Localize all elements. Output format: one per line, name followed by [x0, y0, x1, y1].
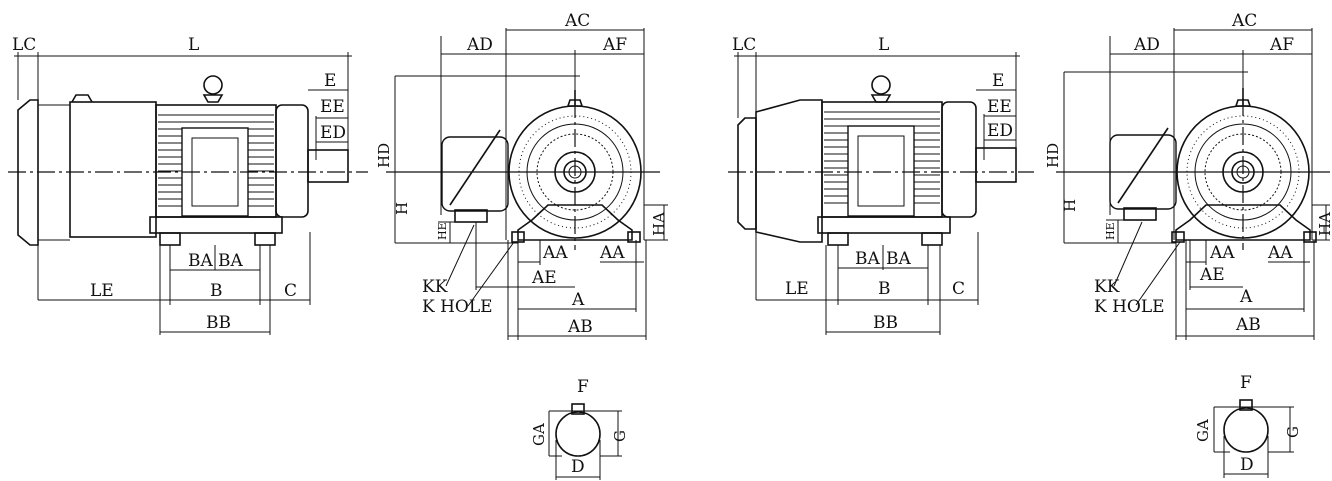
dim-ac-right: AC	[1231, 11, 1257, 31]
front-view-right: AC AD AF HD H HE HA KK K HOLE AA	[1044, 11, 1332, 340]
dim-e: E	[324, 71, 336, 91]
dim-kk: KK	[422, 277, 448, 297]
dim-hd-right: HD	[1044, 143, 1062, 168]
dim-ae: AE	[531, 268, 557, 288]
dim-ab-right: AB	[1235, 315, 1261, 335]
dim-ga: GA	[530, 423, 548, 446]
bearing-housing	[275, 104, 309, 218]
dim-aa-right-2: AA	[1267, 243, 1293, 263]
lifting-eye-right	[871, 75, 891, 95]
dim-c-right: C	[952, 279, 965, 299]
side-view-left: LC L E EE ED BA BA LE B C BB	[8, 35, 368, 335]
dim-l-right: L	[878, 35, 889, 55]
dim-ee: EE	[320, 97, 345, 117]
dim-d-right: D	[1240, 455, 1254, 475]
fan-housing-right	[755, 99, 823, 243]
dim-ae-right: AE	[1199, 265, 1225, 285]
dim-lc-right: LC	[732, 35, 756, 55]
dim-g: G	[611, 430, 629, 442]
shaft-detail-left: F GA G D	[530, 377, 629, 480]
dim-h-right: H	[1061, 199, 1079, 212]
dim-aa-2: AA	[599, 243, 625, 263]
dim-h: H	[393, 202, 411, 215]
dim-ha: HA	[650, 212, 668, 236]
terminal-box-right	[847, 125, 915, 217]
shaft-right	[975, 147, 1017, 183]
dim-ed-right: ED	[987, 121, 1013, 141]
dim-ba-right-2: BA	[886, 249, 911, 269]
dim-g-right: G	[1284, 426, 1302, 438]
dim-ba-2: BA	[218, 251, 243, 271]
dim-ga-right: GA	[1194, 419, 1212, 442]
mounting-base-right	[817, 216, 951, 234]
dim-k-hole-right: K HOLE	[1094, 297, 1165, 317]
dim-ad-right: AD	[1133, 35, 1160, 55]
dim-af-right: AF	[1269, 35, 1294, 55]
dim-d: D	[571, 457, 585, 477]
mounting-base	[149, 216, 283, 234]
terminal-box-front	[441, 136, 509, 212]
dim-b-right: B	[878, 279, 891, 299]
front-view-left: AC AD AF HD H HE HA KK K HOLE AA	[375, 11, 668, 340]
feet-front	[517, 204, 633, 241]
dim-bb: BB	[206, 313, 231, 333]
bearing-housing-right	[941, 101, 977, 218]
shaft-detail-right: F GA G D	[1194, 373, 1302, 478]
fan-cover-right	[737, 117, 757, 230]
dim-aa: AA	[542, 243, 568, 263]
dim-ba: BA	[188, 251, 213, 271]
dim-ee-right: EE	[987, 97, 1012, 117]
lifting-eye	[203, 75, 223, 95]
dim-k-hole: K HOLE	[422, 297, 493, 317]
dim-ab: AB	[567, 317, 593, 337]
dim-he-right: HE	[1104, 222, 1117, 240]
dim-ad: AD	[466, 35, 493, 55]
side-view-right: LC L E EE ED BA BA LE B C BB	[728, 35, 1034, 335]
dim-ba-right: BA	[855, 249, 880, 269]
dim-kk-right: KK	[1094, 277, 1120, 297]
dim-a-right: A	[1239, 287, 1253, 307]
dim-e-right: E	[992, 71, 1004, 91]
dim-le-right: LE	[785, 279, 809, 299]
shaft-section	[555, 411, 601, 457]
dim-c: C	[284, 281, 297, 301]
dim-af: AF	[602, 35, 627, 55]
dim-hd: HD	[375, 143, 393, 168]
dim-aa-right: AA	[1209, 243, 1235, 263]
dim-ed: ED	[320, 123, 346, 143]
dim-le: LE	[90, 281, 114, 301]
dim-ac: AC	[564, 11, 590, 31]
dim-bb-right: BB	[873, 313, 898, 333]
dim-f-right: F	[1240, 373, 1252, 393]
fan-housing	[69, 101, 157, 238]
dim-ha-right: HA	[1316, 212, 1332, 236]
shaft	[307, 149, 349, 183]
dim-lc: LC	[12, 35, 36, 55]
dim-f: F	[577, 377, 589, 397]
dim-a: A	[571, 290, 585, 310]
dim-he: HE	[436, 222, 449, 240]
key	[571, 403, 585, 415]
dim-l: L	[188, 35, 199, 55]
dim-b: B	[210, 281, 223, 301]
